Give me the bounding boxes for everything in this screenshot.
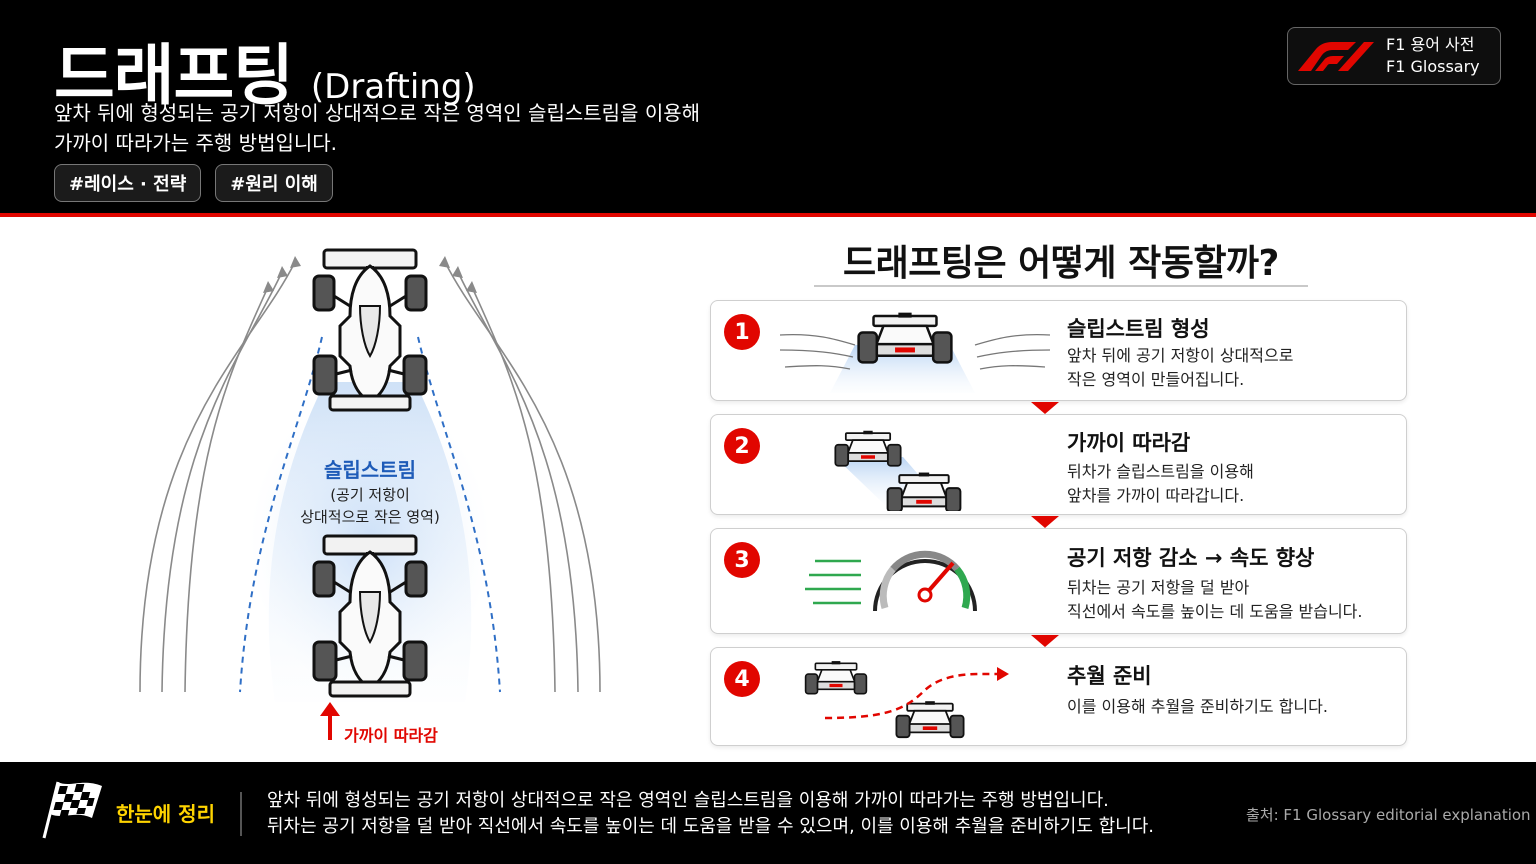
brand-badge: F1 용어 사전 F1 Glossary [1287, 27, 1501, 85]
step-description-line: 앞차 뒤에 공기 저항이 상대적으로 [1067, 346, 1294, 365]
slipstream-description-line: 상대적으로 작은 영역) [300, 508, 440, 526]
step-title: 슬립스트림 형성 [1067, 317, 1210, 341]
header: 드래프팅 (Drafting) 앞차 뒤에 형성되는 공기 저항이 상대적으로 … [0, 0, 1536, 213]
slipstream-description-line: (공기 저항이 [330, 486, 410, 504]
checkered-flag-icon [42, 781, 102, 839]
step-description-line: 작은 영역이 만들어집니다. [1067, 370, 1245, 389]
title-row: 드래프팅 (Drafting) [54, 22, 476, 118]
step-title: 추월 준비 [1067, 664, 1152, 688]
step-description-line: 이를 이용해 추월을 준비하기도 합니다. [1067, 697, 1328, 716]
step-description-line: 앞차를 가까이 따라갑니다. [1067, 486, 1245, 505]
slipstream-description: (공기 저항이 상대적으로 작은 영역) [300, 484, 440, 528]
step-connector-arrow [1031, 516, 1059, 528]
airflow-lines-left [139, 261, 296, 693]
header-accent-line [0, 213, 1536, 217]
header-description-line: 앞차 뒤에 형성되는 공기 저항이 상대적으로 작은 영역인 슬립스트림을 이용… [54, 101, 701, 125]
brand-line-ko: F1 용어 사전 [1386, 35, 1475, 54]
tag-principle[interactable]: #원리 이해 [215, 164, 333, 202]
step-description: 이를 이용해 추월을 준비하기도 합니다. [1067, 695, 1397, 719]
summary-text: 앞차 뒤에 형성되는 공기 저항이 상대적으로 작은 영역인 슬립스트림을 이용… [267, 788, 1154, 840]
step-description-line: 뒤차가 슬립스트림을 이용해 [1067, 462, 1254, 481]
step-4: 4 추월 준비 이를 이용해 추월을 준비하기도 합니다. [710, 647, 1407, 746]
step-connector-arrow [1031, 635, 1059, 647]
step-number: 4 [724, 661, 760, 697]
overtake-illustration [804, 660, 1009, 739]
summary-line: 뒤차는 공기 저항을 덜 받아 직선에서 속도를 높이는 데 도움을 받을 수 … [267, 816, 1155, 837]
summary-line: 앞차 뒤에 형성되는 공기 저항이 상대적으로 작은 영역인 슬립스트림을 이용… [267, 790, 1109, 811]
step-number: 1 [724, 314, 760, 350]
step-title: 공기 저항 감소 → 속도 향상 [1067, 546, 1315, 570]
slipstream-label: 슬립스트림 [324, 458, 416, 482]
summary-label: 한눈에 정리 [116, 802, 215, 826]
footer-summary: 한눈에 정리 앞차 뒤에 형성되는 공기 저항이 상대적으로 작은 영역인 슬립… [0, 762, 1536, 864]
step-3: 3 공기 저항 감소 → 속도 향상 뒤차는 공기 저항을 덜 받아 직선에서 … [710, 528, 1407, 634]
step-description-line: 뒤차는 공기 저항을 덜 받아 [1067, 578, 1250, 597]
page-title-english: (Drafting) [310, 67, 476, 107]
step-number: 2 [724, 428, 760, 464]
brand-line-en: F1 Glossary [1386, 57, 1480, 76]
tag-list: #레이스 · 전략 #원리 이해 [54, 164, 333, 202]
f1-logo-icon [1298, 42, 1374, 71]
airflow-arrowheads [263, 256, 477, 293]
airflow-lines-right [444, 261, 601, 693]
page-title: 드래프팅 [54, 37, 294, 114]
step-description: 뒤차는 공기 저항을 덜 받아 직선에서 속도를 높이는 데 도움을 받습니다. [1067, 576, 1397, 624]
step-1: 1 슬립스트림 형성 앞차 뒤에 공기 저항이 상대적으로 작은 영역이 만들어… [710, 300, 1407, 401]
tag-race-strategy[interactable]: #레이스 · 전략 [54, 164, 202, 202]
step-connector-arrow [1031, 402, 1059, 414]
slipstream-illustration [139, 248, 601, 740]
steps-title-rule [814, 285, 1308, 287]
slipstream-boundary-right [417, 336, 501, 693]
step-2: 2 가까이 따라감 뒤차가 슬립스트림을 이용해 앞차를 가까이 따라갑니다. [710, 414, 1407, 515]
leading-car [312, 248, 428, 412]
step-1-illustration [779, 311, 1051, 393]
speedometer-icon [805, 550, 977, 612]
source-credit: 출처: F1 Glossary editorial explanation [1246, 806, 1531, 824]
slipstream-boundary-left [239, 336, 323, 693]
step-description: 앞차 뒤에 공기 저항이 상대적으로 작은 영역이 만들어집니다. [1067, 344, 1397, 392]
follow-arrow-icon [320, 702, 340, 740]
header-description-line: 가까이 따라가는 주행 방법입니다. [54, 131, 338, 155]
brand-text: F1 용어 사전 F1 Glossary [1386, 34, 1480, 78]
follow-label: 가까이 따라감 [344, 726, 438, 745]
footer-divider [240, 792, 242, 836]
step-description-line: 직선에서 속도를 높이는 데 도움을 받습니다. [1067, 602, 1363, 621]
slipstream-diagram: 슬립스트림 (공기 저항이 상대적으로 작은 영역) 가까이 따라감 [100, 232, 640, 752]
step-description: 뒤차가 슬립스트림을 이용해 앞차를 가까이 따라갑니다. [1067, 460, 1397, 508]
step-2-illustration [834, 429, 962, 511]
step-number: 3 [724, 542, 760, 578]
steps-title: 드래프팅은 어떻게 작동할까? [843, 243, 1279, 284]
header-description: 앞차 뒤에 형성되는 공기 저항이 상대적으로 작은 영역인 슬립스트림을 이용… [54, 98, 734, 158]
step-title: 가까이 따라감 [1067, 431, 1191, 455]
